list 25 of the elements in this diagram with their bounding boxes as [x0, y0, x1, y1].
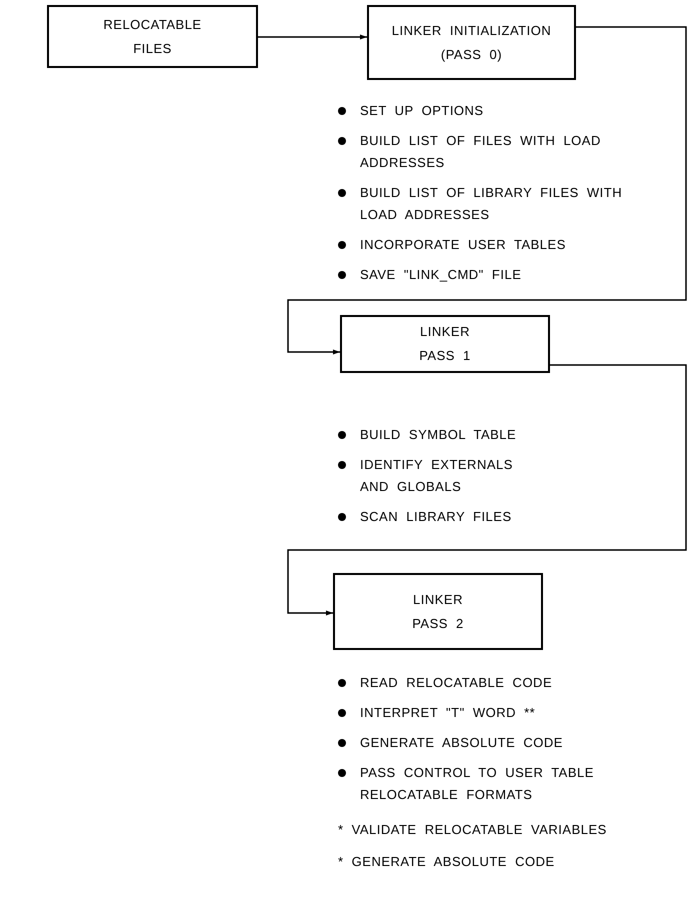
- list-item: IDENTIFY EXTERNALS AND GLOBALS: [360, 457, 513, 494]
- list-item: READ RELOCATABLE CODE: [360, 675, 552, 690]
- list-item: BUILD LIST OF FILES WITH LOAD ADDRESSES: [360, 133, 601, 170]
- process-box: [333, 573, 543, 650]
- list-item: SET UP OPTIONS: [360, 103, 484, 118]
- process-box: [340, 315, 550, 373]
- footnote: * GENERATE ABSOLUTE CODE: [338, 854, 555, 869]
- box-label: LINKER PASS 2: [411, 590, 465, 632]
- process-box: [367, 5, 576, 80]
- list-item: INTERPRET "T" WORD **: [360, 705, 536, 720]
- footnote: * VALIDATE RELOCATABLE VARIABLES: [338, 822, 607, 837]
- box-label: RELOCATABLE FILES: [102, 16, 203, 58]
- arrow: [258, 34, 367, 40]
- arrow: [287, 26, 687, 354]
- list-item: SCAN LIBRARY FILES: [360, 509, 512, 524]
- list-item: SAVE "LINK_CMD" FILE: [360, 267, 522, 282]
- list-item: GENERATE ABSOLUTE CODE: [360, 735, 563, 750]
- list-item: BUILD SYMBOL TABLE: [360, 427, 516, 442]
- box-label: LINKER PASS 1: [418, 323, 472, 365]
- list-item: PASS CONTROL TO USER TABLE RELOCATABLE FORMATS: [360, 765, 594, 802]
- list-item: INCORPORATE USER TABLES: [360, 237, 566, 252]
- box-label: LINKER INITIALIZATION (PASS 0): [390, 22, 552, 64]
- list-item: BUILD LIST OF LIBRARY FILES WITH LOAD ADDRESSES: [360, 185, 622, 222]
- arrow: [287, 364, 687, 616]
- process-box: [47, 5, 258, 68]
